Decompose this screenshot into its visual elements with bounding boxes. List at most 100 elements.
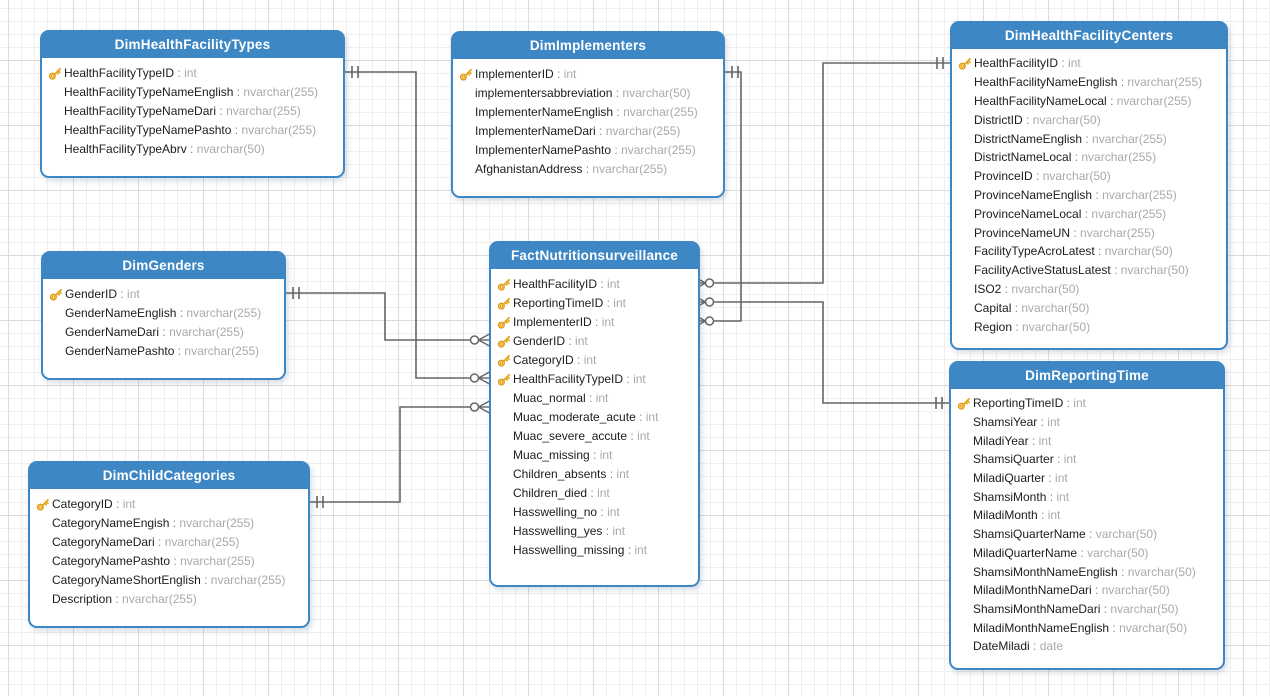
- column-row-health-facility-type-id[interactable]: HealthFacilityTypeID : int: [495, 369, 692, 388]
- column-row-children-absents[interactable]: Children_absents : int: [495, 464, 692, 483]
- column-row-gender-id[interactable]: GenderID : int: [47, 284, 278, 303]
- column-row-category-name-short-english[interactable]: CategoryNameShortEnglish : nvarchar(255): [34, 570, 302, 589]
- column-row-miladi-quarter-name[interactable]: MiladiQuarterName : varchar(50): [955, 544, 1217, 563]
- column-name: FacilityTypeAcroLatest: [974, 244, 1095, 259]
- column-row-district-id[interactable]: DistrictID : nvarchar(50): [956, 110, 1220, 129]
- table-title[interactable]: DimChildCategories: [30, 463, 308, 489]
- column-row-reporting-time-id[interactable]: ReportingTimeID : int: [955, 394, 1217, 413]
- column-row-muac-missing[interactable]: Muac_missing : int: [495, 445, 692, 464]
- column-row-province-name-english[interactable]: ProvinceNameEnglish : nvarchar(255): [956, 186, 1220, 205]
- column-row-shamsi-quarter[interactable]: ShamsiQuarter : int: [955, 450, 1217, 469]
- table-title[interactable]: DimHealthFacilityTypes: [42, 32, 343, 58]
- column-row-gender-name-pashto[interactable]: GenderNamePashto : nvarchar(255): [47, 341, 278, 360]
- column-row-miladi-year[interactable]: MiladiYear : int: [955, 431, 1217, 450]
- table-dim-implementers[interactable]: DimImplementers ImplementerID : int impl…: [451, 31, 725, 198]
- column-row-shamsi-quarter-name[interactable]: ShamsiQuarterName : varchar(50): [955, 525, 1217, 544]
- column-row-muac-severe-accute[interactable]: Muac_severe_accute : int: [495, 426, 692, 445]
- column-row-hasswelling-yes[interactable]: Hasswelling_yes : int: [495, 521, 692, 540]
- column-row-date-miladi[interactable]: DateMiladi : date: [955, 637, 1217, 656]
- column-row-facility-active-status-latest[interactable]: FacilityActiveStatusLatest : nvarchar(50…: [956, 261, 1220, 280]
- table-fact-nutritionsurveillance[interactable]: FactNutritionsurveillance HealthFacility…: [489, 241, 700, 587]
- table-dim-health-facility-centers[interactable]: DimHealthFacilityCenters HealthFacilityI…: [950, 21, 1228, 350]
- column-row-muac-moderate-acute[interactable]: Muac_moderate_acute : int: [495, 407, 692, 426]
- column-type: int: [597, 485, 610, 500]
- table-title[interactable]: DimImplementers: [453, 33, 723, 59]
- column-row-reporting-time-id[interactable]: ReportingTimeID : int: [495, 293, 692, 312]
- column-row-afghanistan-address[interactable]: AfghanistanAddress : nvarchar(255): [457, 159, 717, 178]
- column-row-health-facility-type-id[interactable]: HealthFacilityTypeID : int: [46, 63, 337, 82]
- column-row-category-name-pashto[interactable]: CategoryNamePashto : nvarchar(255): [34, 551, 302, 570]
- table-columns: HealthFacilityTypeID : int HealthFacilit…: [42, 58, 343, 176]
- column-name: DistrictNameEnglish: [974, 131, 1083, 146]
- column-row-category-name-engish[interactable]: CategoryNameEngish : nvarchar(255): [34, 513, 302, 532]
- column-type: int: [122, 496, 136, 511]
- relationship-dim-health-facility-types--fact-nutritionsurveillance[interactable]: [345, 66, 490, 385]
- relationship-dim-health-facility-centers--fact-nutritionsurveillance[interactable]: [694, 57, 951, 290]
- column-row-miladi-month-name-dari[interactable]: MiladiMonthNameDari : nvarchar(50): [955, 581, 1217, 600]
- column-row-implementer-name-pashto[interactable]: ImplementerNamePashto : nvarchar(255): [457, 140, 717, 159]
- column-row-health-facility-type-name-pashto[interactable]: HealthFacilityTypeNamePashto : nvarchar(…: [46, 120, 337, 139]
- column-type: nvarchar(50): [1101, 583, 1170, 598]
- table-title[interactable]: DimGenders: [43, 253, 284, 279]
- column-name: MiladiMonthNameEnglish: [973, 620, 1110, 635]
- primary-key-icon: [48, 67, 61, 80]
- column-row-description[interactable]: Description : nvarchar(255): [34, 589, 302, 608]
- column-separator: :: [597, 276, 608, 291]
- column-row-hasswelling-missing[interactable]: Hasswelling_missing : int: [495, 540, 692, 559]
- column-row-iso2[interactable]: ISO2 : nvarchar(50): [956, 280, 1220, 299]
- column-row-health-facility-name-english[interactable]: HealthFacilityNameEnglish : nvarchar(255…: [956, 73, 1220, 92]
- column-name: DistrictNameLocal: [974, 150, 1072, 165]
- column-row-gender-name-dari[interactable]: GenderNameDari : nvarchar(255): [47, 322, 278, 341]
- table-dim-genders[interactable]: DimGenders GenderID : int GenderNameEngl…: [41, 251, 286, 380]
- column-row-implementer-id[interactable]: ImplementerID : int: [457, 64, 717, 83]
- column-row-muac-normal[interactable]: Muac_normal : int: [495, 388, 692, 407]
- column-row-shamsi-month-name-english[interactable]: ShamsiMonthNameEnglish : nvarchar(50): [955, 562, 1217, 581]
- column-row-health-facility-type-abrv[interactable]: HealthFacilityTypeAbrv : nvarchar(50): [46, 139, 337, 158]
- table-title[interactable]: FactNutritionsurveillance: [491, 243, 698, 269]
- column-row-health-facility-type-name-english[interactable]: HealthFacilityTypeNameEnglish : nvarchar…: [46, 82, 337, 101]
- column-row-miladi-month[interactable]: MiladiMonth : int: [955, 506, 1217, 525]
- column-row-facility-type-acro-latest[interactable]: FacilityTypeAcroLatest : nvarchar(50): [956, 242, 1220, 261]
- column-row-shamsi-month-name-dari[interactable]: ShamsiMonthNameDari : nvarchar(50): [955, 600, 1217, 619]
- column-row-health-facility-name-local[interactable]: HealthFacilityNameLocal : nvarchar(255): [956, 92, 1220, 111]
- column-row-province-id[interactable]: ProvinceID : nvarchar(50): [956, 167, 1220, 186]
- column-row-district-name-local[interactable]: DistrictNameLocal : nvarchar(255): [956, 148, 1220, 167]
- table-dim-child-categories[interactable]: DimChildCategories CategoryID : int Cate…: [28, 461, 310, 628]
- column-separator: :: [216, 103, 227, 118]
- table-dim-health-facility-types[interactable]: DimHealthFacilityTypes HealthFacilityTyp…: [40, 30, 345, 178]
- column-row-hasswelling-no[interactable]: Hasswelling_no : int: [495, 502, 692, 521]
- table-title[interactable]: DimHealthFacilityCenters: [952, 23, 1226, 49]
- column-type: int: [1073, 396, 1086, 411]
- column-row-shamsi-year[interactable]: ShamsiYear : int: [955, 413, 1217, 432]
- column-row-province-name-un[interactable]: ProvinceNameUN : nvarchar(255): [956, 223, 1220, 242]
- column-row-miladi-quarter[interactable]: MiladiQuarter : int: [955, 469, 1217, 488]
- relationship-dim-implementers--fact-nutritionsurveillance[interactable]: [694, 66, 742, 328]
- column-row-category-id[interactable]: CategoryID : int: [495, 350, 692, 369]
- column-row-category-id[interactable]: CategoryID : int: [34, 494, 302, 513]
- column-separator: :: [112, 591, 123, 606]
- column-row-category-name-dari[interactable]: CategoryNameDari : nvarchar(255): [34, 532, 302, 551]
- relationship-dim-child-categories--fact-nutritionsurveillance[interactable]: [310, 400, 490, 508]
- column-row-province-name-local[interactable]: ProvinceNameLocal : nvarchar(255): [956, 204, 1220, 223]
- table-dim-reporting-time[interactable]: DimReportingTime ReportingTimeID : int S…: [949, 361, 1225, 670]
- column-row-implementer-id[interactable]: ImplementerID : int: [495, 312, 692, 331]
- column-row-implementer-name-english[interactable]: ImplementerNameEnglish : nvarchar(255): [457, 102, 717, 121]
- column-row-gender-id[interactable]: GenderID : int: [495, 331, 692, 350]
- column-row-health-facility-id[interactable]: HealthFacilityID : int: [495, 274, 692, 293]
- column-row-health-facility-id[interactable]: HealthFacilityID : int: [956, 54, 1220, 73]
- column-row-implementer-name-dari[interactable]: ImplementerNameDari : nvarchar(255): [457, 121, 717, 140]
- column-row-capital[interactable]: Capital : nvarchar(50): [956, 298, 1220, 317]
- relationship-dim-genders--fact-nutritionsurveillance[interactable]: [286, 287, 490, 347]
- column-separator: :: [635, 409, 646, 424]
- column-name: ProvinceID: [974, 169, 1033, 184]
- column-row-shamsi-month[interactable]: ShamsiMonth : int: [955, 487, 1217, 506]
- relationship-dim-reporting-time--fact-nutritionsurveillance[interactable]: [694, 295, 950, 409]
- column-row-children-died[interactable]: Children_died : int: [495, 483, 692, 502]
- column-row-implementersabbreviation[interactable]: implementersabbreviation : nvarchar(50): [457, 83, 717, 102]
- column-row-gender-name-english[interactable]: GenderNameEnglish : nvarchar(255): [47, 303, 278, 322]
- column-row-region[interactable]: Region : nvarchar(50): [956, 317, 1220, 336]
- table-title[interactable]: DimReportingTime: [951, 363, 1223, 389]
- column-row-district-name-english[interactable]: DistrictNameEnglish : nvarchar(255): [956, 129, 1220, 148]
- column-row-miladi-month-name-english[interactable]: MiladiMonthNameEnglish : nvarchar(50): [955, 618, 1217, 637]
- column-row-health-facility-type-name-dari[interactable]: HealthFacilityTypeNameDari : nvarchar(25…: [46, 101, 337, 120]
